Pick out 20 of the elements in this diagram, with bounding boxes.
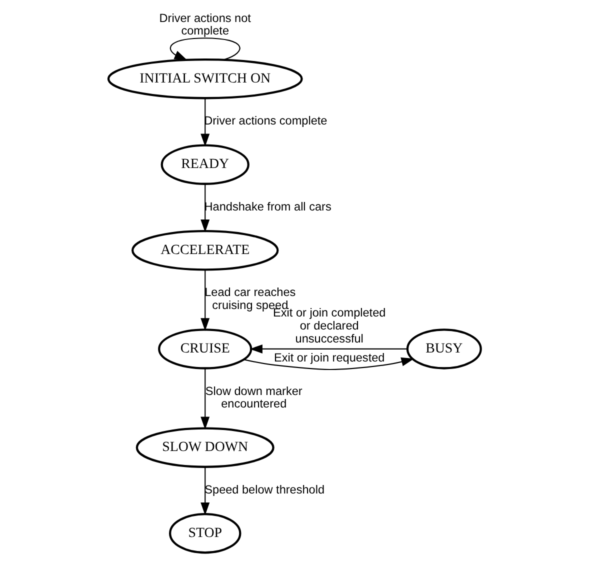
node-ellipse: STOP xyxy=(168,512,242,554)
arrow xyxy=(200,184,210,232)
edge-label: Slow down marker encountered xyxy=(205,384,302,411)
arrow xyxy=(200,467,210,516)
edge-label: Speed below threshold xyxy=(204,483,325,496)
node-ellipse: SLOW DOWN xyxy=(136,427,274,468)
node-ellipse: INITIAL SWITCH ON xyxy=(107,58,303,100)
arrow xyxy=(250,344,408,354)
arrow xyxy=(170,38,240,60)
arrow xyxy=(200,368,210,430)
node-ellipse: CRUISE xyxy=(158,328,252,370)
arrow xyxy=(244,357,414,370)
edge-label: Exit or join requested xyxy=(274,352,385,365)
node-ellipse: ACCELERATE xyxy=(132,230,279,271)
arrow xyxy=(200,98,210,147)
node-ellipse: READY xyxy=(160,144,250,185)
arrow xyxy=(200,270,210,331)
edge-label: Handshake from all cars xyxy=(204,200,332,214)
node-ellipse: BUSY xyxy=(406,328,482,370)
edge-label: Driver actions not complete xyxy=(159,12,251,38)
